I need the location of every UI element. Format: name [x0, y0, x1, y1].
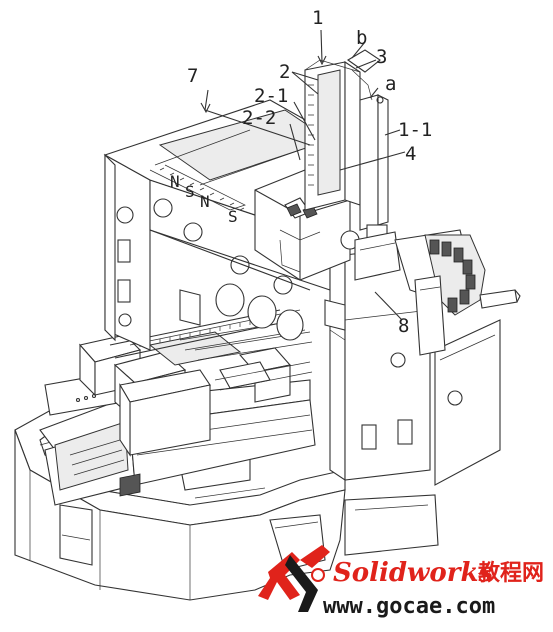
- watermark-brand: Solidworks: [333, 558, 493, 588]
- watermark-url: www.gocae.com: [323, 594, 495, 619]
- watermark: Solidworks 教程网 www.gocae.com: [258, 545, 544, 619]
- label-b: b: [356, 27, 367, 49]
- label-7: 7: [187, 65, 198, 87]
- svg-text:S: S: [185, 182, 195, 201]
- leader-lines: [200, 29, 406, 321]
- label-1-1: 1-1: [398, 119, 432, 141]
- label-8: 8: [398, 315, 409, 337]
- svg-text:N: N: [170, 172, 180, 191]
- beam-detail: [149, 229, 311, 341]
- watermark-cn: 教程网: [478, 560, 544, 586]
- sliding-blocks: [78, 319, 313, 457]
- callout-labels: 1 b 3 2 a 2-1 2-2 1-1 4 7 8: [187, 7, 432, 337]
- svg-text:S: S: [228, 207, 238, 226]
- svg-text:N: N: [200, 192, 210, 211]
- label-1: 1: [312, 7, 323, 29]
- label-3: 3: [376, 46, 387, 68]
- label-4: 4: [405, 143, 416, 165]
- label-a: a: [385, 73, 396, 95]
- tool-changer: [394, 229, 521, 356]
- label-2-1: 2-1: [254, 85, 288, 107]
- z-axis-column: [304, 49, 401, 281]
- watermark-logo: [258, 545, 330, 612]
- label-2: 2: [279, 61, 290, 83]
- label-2-2: 2-2: [242, 107, 276, 129]
